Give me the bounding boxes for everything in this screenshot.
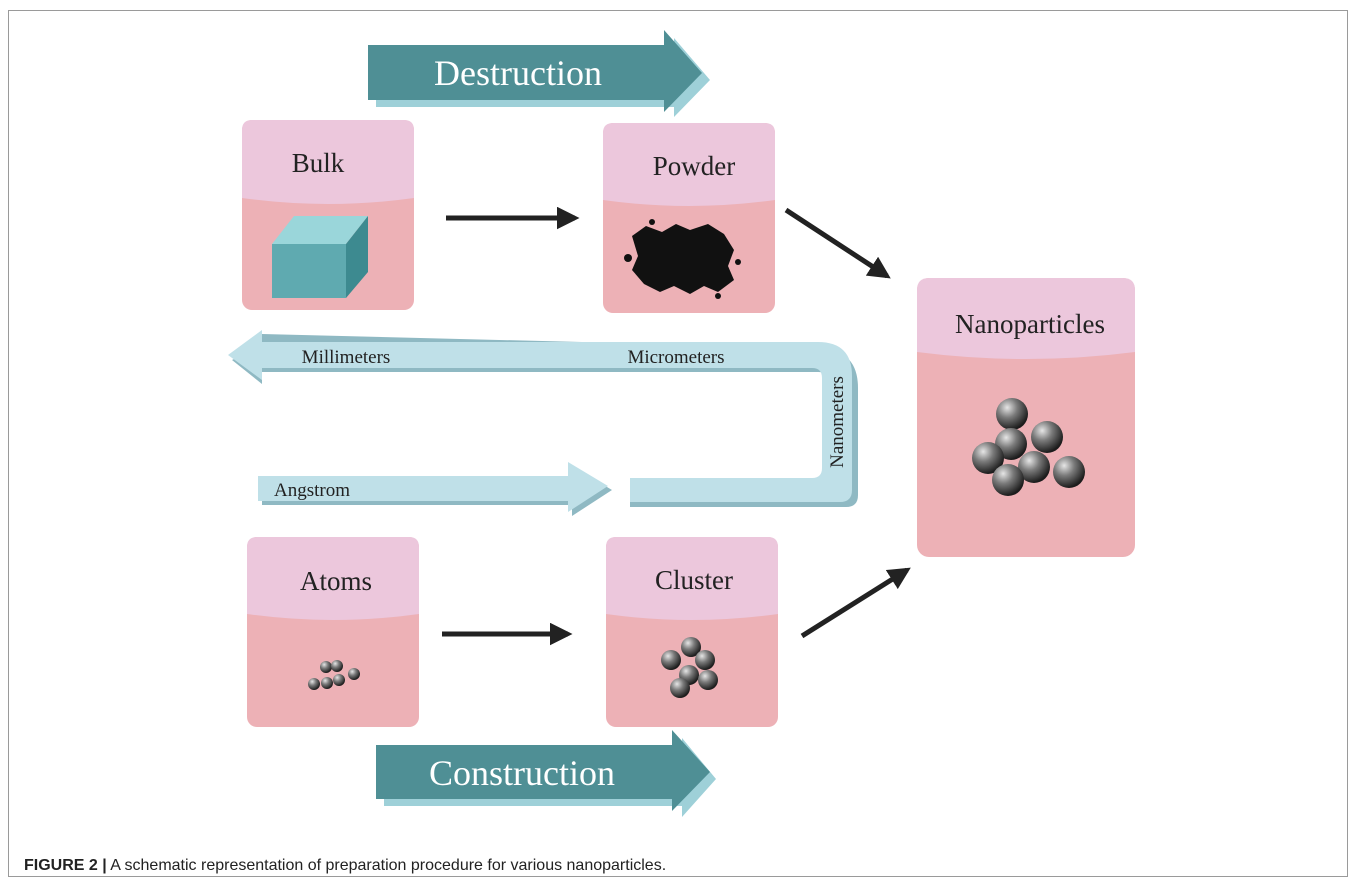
powder-box: Powder [603, 123, 775, 313]
bulk-box: Bulk [242, 120, 414, 310]
atoms-spheres [308, 660, 360, 690]
nanoparticles-spheres [972, 398, 1085, 496]
scale-path: Millimeters Micrometers Nanometers Angst… [228, 330, 858, 516]
powder-icon [624, 219, 741, 299]
process-arrows [442, 206, 911, 646]
cluster-label: Cluster [655, 565, 733, 595]
powder-label: Powder [653, 151, 736, 181]
figure-caption: FIGURE 2 | A schematic representation of… [24, 857, 1324, 875]
cluster-to-nanoparticles-arrow [800, 567, 911, 639]
angstrom-label: Angstrom [274, 480, 350, 501]
construction-arrow: Construction [376, 730, 716, 817]
destruction-label: Destruction [434, 53, 602, 93]
figure-caption-text: A schematic representation of preparatio… [106, 857, 667, 874]
cluster-spheres [661, 637, 718, 698]
micrometers-label: Micrometers [627, 347, 724, 368]
scale-arrow-right [258, 462, 608, 512]
figure-caption-label: FIGURE 2 | [24, 857, 107, 874]
nanoparticles-label: Nanoparticles [955, 309, 1105, 339]
atoms-box: Atoms [247, 537, 419, 727]
scale-arrow-left [228, 330, 852, 502]
powder-to-nanoparticles-arrow [784, 207, 891, 279]
nanoparticles-box: Nanoparticles [917, 278, 1135, 557]
destruction-arrow: Destruction [368, 30, 710, 117]
construction-label: Construction [429, 753, 615, 793]
nanometers-label: Nanometers [827, 376, 848, 468]
cluster-box: Cluster [606, 537, 778, 727]
nanoparticle-diagram: Destruction Bulk Powder Nanoparticles [228, 30, 1135, 817]
cube-icon [272, 216, 368, 298]
bulk-label: Bulk [292, 148, 345, 178]
atoms-label: Atoms [300, 566, 372, 596]
figure-frame [8, 10, 1348, 877]
millimeters-label: Millimeters [302, 347, 391, 368]
